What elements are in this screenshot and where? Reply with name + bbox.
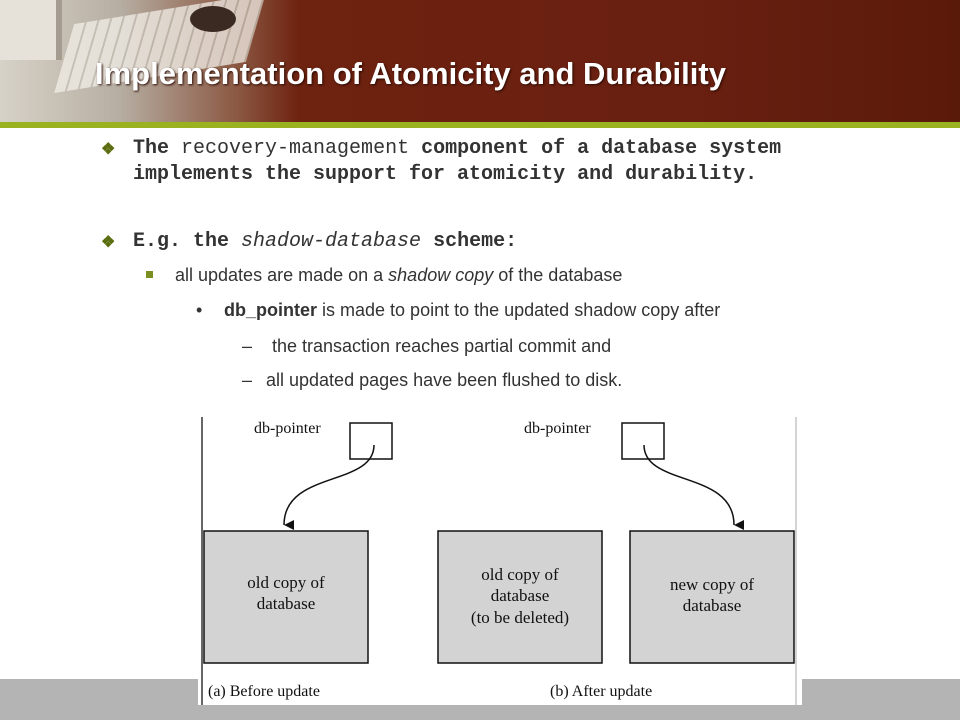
right-db-pointer-label: db-pointer: [524, 420, 591, 437]
right-new-copy-line2: database: [683, 596, 742, 615]
left-db-pointer-label: db-pointer: [254, 420, 321, 437]
monitor-shape: [0, 0, 62, 60]
right-new-copy-box: [629, 530, 795, 664]
dash-bullet-icon: –: [242, 336, 253, 356]
left-pointer-arrow: [283, 444, 375, 531]
mouse-shape: [190, 6, 236, 32]
right-caption: (b) After update: [550, 683, 652, 700]
right-old-copy-line1: old copy of: [481, 565, 559, 584]
square-bullet-icon: [146, 271, 153, 278]
shadow-database-diagram: db-pointer old copy of database (a) Befo…: [198, 415, 802, 705]
slide-header: Implementation of Atomicity and Durabili…: [0, 0, 960, 122]
dash-bullet-icon: –: [242, 370, 253, 390]
right-old-copy-line3: (to be deleted): [471, 608, 569, 627]
slide-title: Implementation of Atomicity and Durabili…: [95, 56, 726, 91]
diamond-bullet-icon: ❖: [101, 141, 116, 158]
left-old-copy-box: [203, 530, 369, 664]
bullet-text: E.g. the shadow-database scheme:: [133, 230, 518, 253]
right-old-copy-box: [437, 530, 603, 664]
right-old-copy-line2: database: [491, 586, 550, 605]
left-old-copy-line2: database: [257, 594, 316, 613]
left-caption: (a) Before update: [208, 683, 320, 700]
right-new-copy-line1: new copy of: [670, 575, 754, 594]
right-pointer-arrow: [643, 444, 745, 530]
right-db-pointer-box: [621, 422, 665, 460]
diamond-bullet-icon: ❖: [101, 234, 116, 251]
bullet-text: The recovery-management component of a d…: [133, 137, 782, 186]
left-db-pointer-box: [349, 422, 393, 460]
left-old-copy-line1: old copy of: [247, 573, 325, 592]
dot-bullet-icon: •: [196, 300, 203, 320]
keyboard-photo: [0, 0, 300, 122]
header-accent-rule: [0, 122, 960, 128]
